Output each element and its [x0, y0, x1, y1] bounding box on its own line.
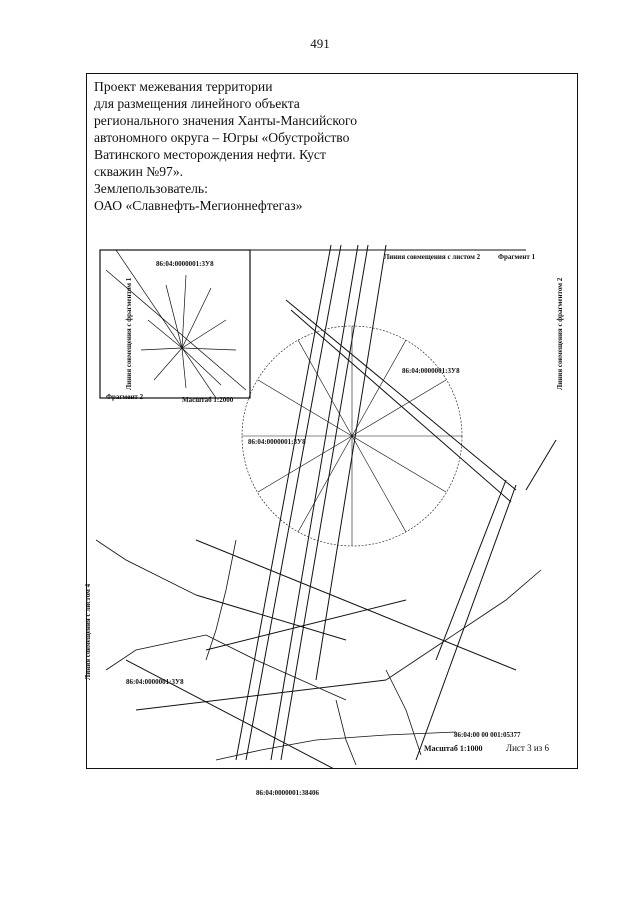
survey-map: Линия совмещения с листом 2 Фрагмент 1 Ф… — [84, 240, 578, 797]
title-line: Проект межевания территории — [94, 79, 273, 94]
fragment2-label: Фрагмент 2 — [106, 393, 144, 401]
match-line-sheet4-label: Линия совмещения с листом 4 — [84, 583, 92, 680]
sheet-number-label: Лист 3 из 6 — [506, 743, 549, 753]
title-line: для размещения линейного объекта — [94, 96, 300, 111]
corridors — [125, 244, 557, 769]
title-line: регионального значения Ханты-Мансийского — [94, 113, 358, 128]
cadastral-number: 86:04:0000001:3У8 — [126, 678, 184, 686]
cadastral-number: 86:04:0000001:3У8 — [248, 438, 306, 446]
title-line: скважин №97». — [94, 164, 184, 179]
page-number: 491 — [310, 36, 330, 51]
match-line-fragment1-label: Линия совмещения с фрагментом 1 — [125, 277, 133, 390]
title-line: автономного округа – Югры «Обустройство — [94, 130, 350, 145]
match-line-fragment2-label: Линия совмещения с фрагментом 2 — [556, 277, 564, 390]
match-line-sheet2-label: Линия совмещения с листом 2 — [384, 253, 481, 261]
main-spokes — [242, 326, 462, 546]
landuser-name: ОАО «Славнефть-Мегионнефтегаз» — [94, 198, 303, 213]
main-scale-label: Масштаб 1:1000 — [424, 744, 483, 753]
inset-scale-label: Масштаб 1:2000 — [182, 396, 234, 404]
map-linework — [95, 244, 557, 769]
cadastral-number: 86:04:0000001:3У8 — [402, 367, 460, 375]
inset-box — [99, 249, 251, 399]
title-block: Проект межевания территории для размещен… — [94, 78, 414, 214]
landuser-label: Землепользователь: — [94, 181, 208, 196]
fragment1-label: Фрагмент 1 — [498, 253, 536, 261]
cadastral-number: 86:04:00 00 001:05377 — [454, 731, 521, 739]
cadastral-number: 86:04:0000001:38406 — [256, 789, 319, 797]
title-line: Ватинского месторождения нефти. Куст — [94, 147, 326, 162]
cadastral-number: 86:04:0000001:3У8 — [156, 260, 214, 268]
sheet-frame — [86, 73, 578, 769]
inset-spokes — [105, 249, 247, 399]
parcel-boundaries — [95, 539, 542, 766]
